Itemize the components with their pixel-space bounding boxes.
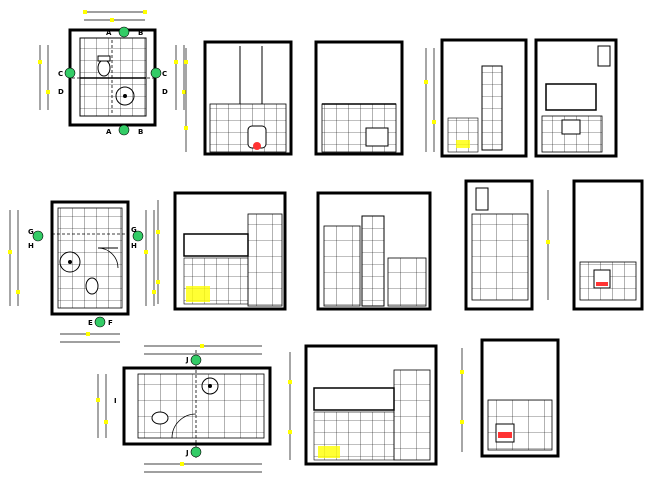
toilet-icon <box>247 125 267 150</box>
section-marker-icon <box>32 230 144 328</box>
sink-icon <box>561 119 581 135</box>
marker-g-left: G <box>28 228 34 236</box>
shower-icon <box>59 251 81 273</box>
toilet-icon <box>593 269 611 289</box>
sink-icon <box>186 286 210 302</box>
marker-a-top: A <box>106 29 112 37</box>
marker-c-right: C <box>162 70 167 78</box>
marker-b-bottom: B <box>138 128 143 136</box>
elevation-8 <box>546 179 644 311</box>
marker-c-left: C <box>58 70 63 78</box>
elevation-4 <box>534 38 618 158</box>
door-swing-icon <box>97 247 119 269</box>
elevation-3 <box>424 38 528 158</box>
sink-icon <box>318 446 340 458</box>
toilet-icon <box>97 55 111 77</box>
marker-j-top: J <box>185 356 189 364</box>
section-marker-icon <box>64 26 162 136</box>
floor-plan-2: G H G H E F <box>8 200 156 343</box>
shower-icon <box>201 377 219 395</box>
shower-icon <box>115 86 135 106</box>
marker-d-right: D <box>162 88 168 96</box>
marker-j-bottom: J <box>185 449 189 457</box>
door-swing-icon <box>171 413 197 439</box>
elevation-1 <box>184 40 293 156</box>
elevation-10 <box>460 338 560 458</box>
marker-f: F <box>108 319 113 327</box>
sink-icon <box>456 140 470 148</box>
marker-a-bottom: A <box>106 128 112 136</box>
elevation-5 <box>156 191 287 311</box>
elevation-6 <box>316 191 432 311</box>
marker-h-right: H <box>131 242 137 250</box>
elevation-7 <box>464 179 534 311</box>
elevation-2 <box>314 40 404 156</box>
marker-h-left: H <box>28 242 34 250</box>
floor-plan-3: J J I <box>96 344 272 473</box>
marker-d-left: D <box>58 88 64 96</box>
toilet-icon <box>495 423 515 443</box>
section-marker-icon <box>190 354 202 458</box>
marker-b-top: B <box>138 29 143 37</box>
elevation-9 <box>288 344 438 466</box>
toilet-icon <box>85 277 99 295</box>
floor-plan-1: A B A B C D C D <box>38 10 186 136</box>
marker-e: E <box>88 319 93 327</box>
marker-g-right: G <box>131 226 137 234</box>
toilet-icon <box>151 411 169 425</box>
marker-i: I <box>114 397 117 405</box>
